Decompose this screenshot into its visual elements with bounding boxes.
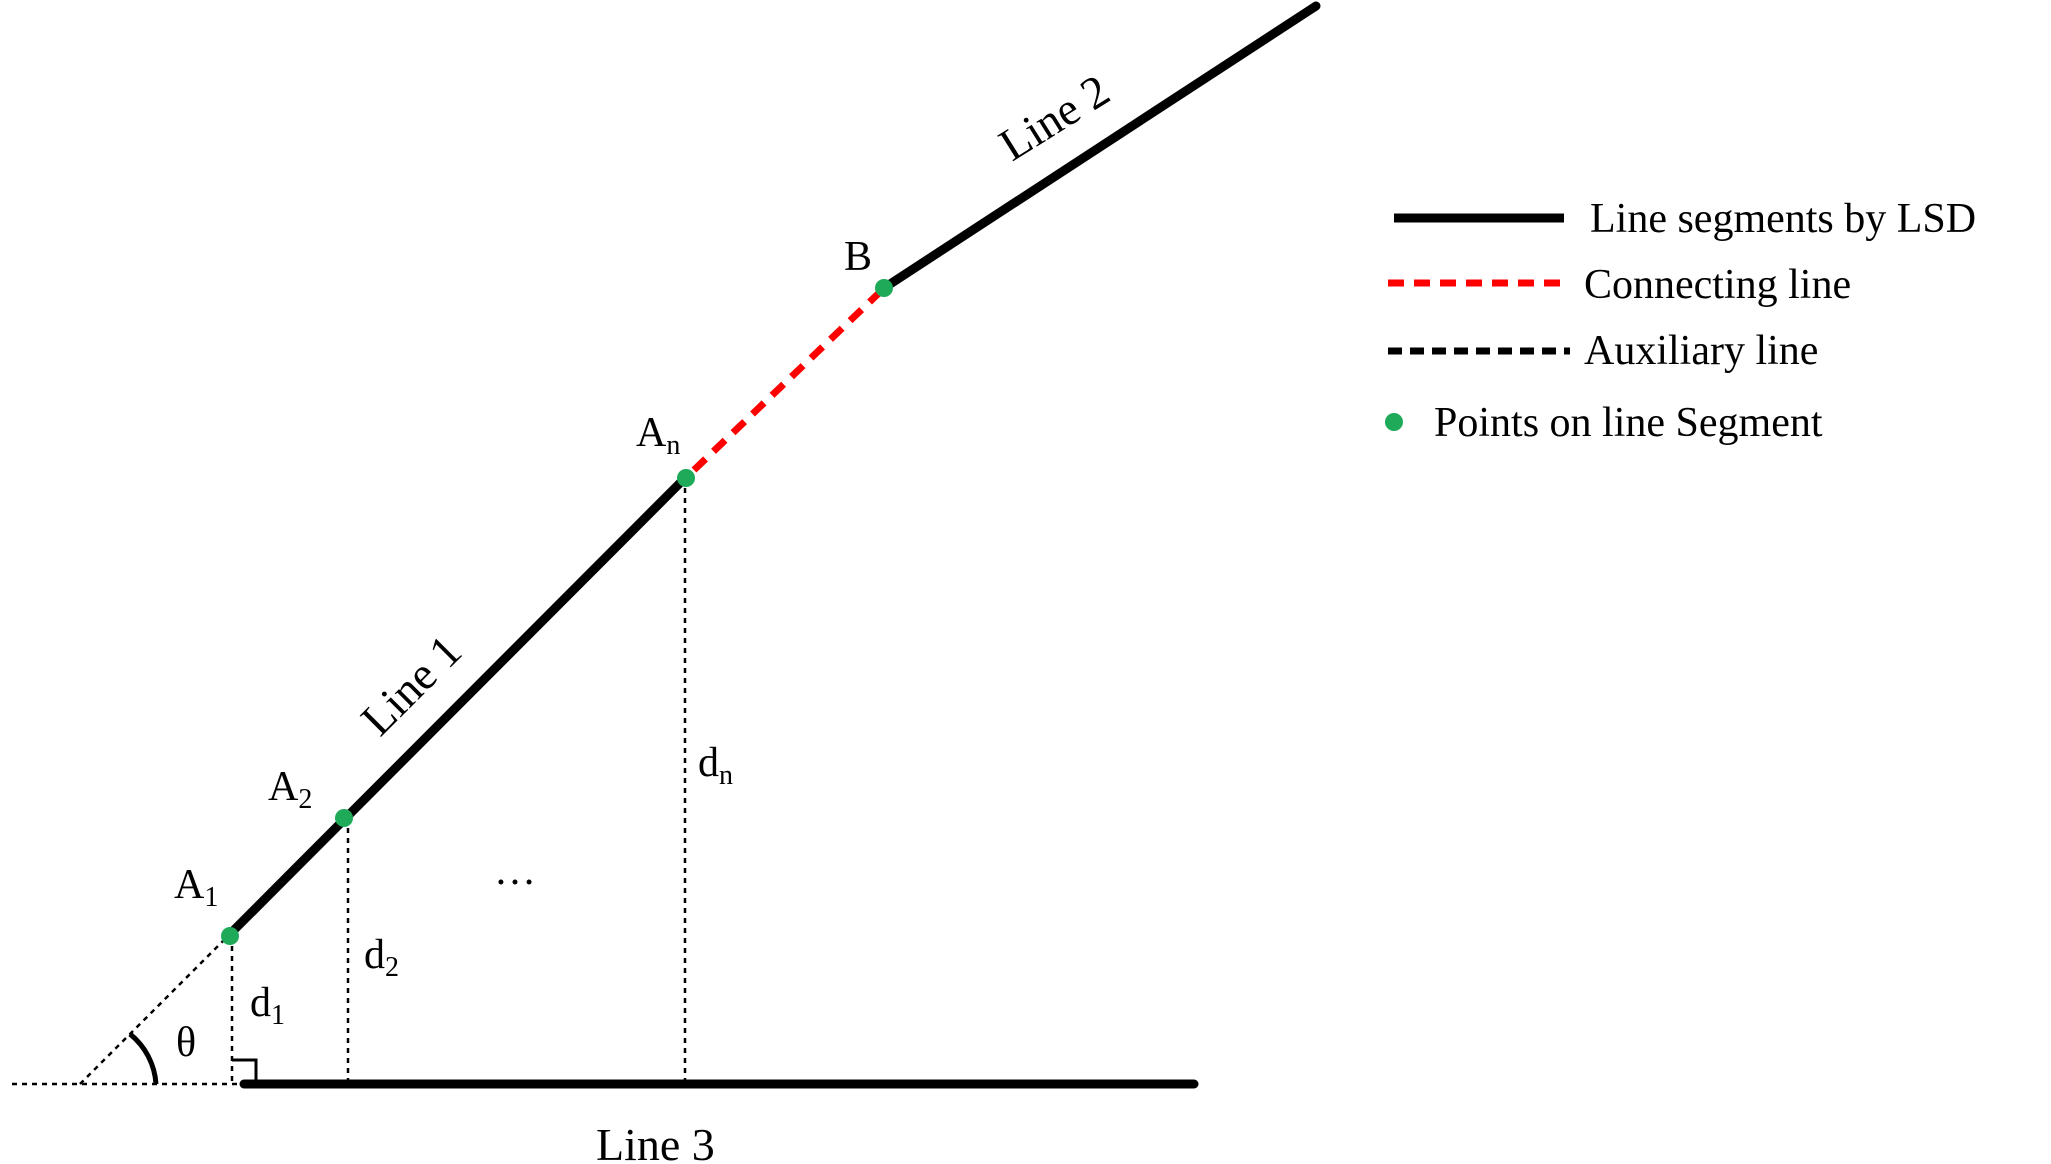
legend-label-points: Points on line Segment: [1434, 400, 1823, 446]
legend-label-connecting: Connecting line: [1584, 262, 1851, 308]
legend-label-lsd: Line segments by LSD: [1590, 196, 1976, 242]
label-ellipsis: …: [494, 848, 536, 894]
legend-swatch-point: [1385, 413, 1403, 431]
label-a2: A2: [268, 764, 312, 815]
auxiliary-lines: [12, 478, 687, 1086]
point-a1: [221, 927, 239, 945]
angle-theta-arc: [128, 1032, 159, 1085]
legend-label-auxiliary: Auxiliary line: [1584, 328, 1818, 374]
label-line-1: Line 1: [351, 625, 471, 745]
label-b: B: [844, 234, 872, 280]
label-d2: d2: [364, 932, 399, 983]
legend: Line segments by LSD Connecting line Aux…: [1385, 196, 1976, 446]
label-an: An: [636, 410, 680, 461]
line1-extension: [79, 935, 229, 1085]
point-a2: [335, 809, 353, 827]
point-b: [875, 279, 893, 297]
label-line-3: Line 3: [596, 1119, 715, 1164]
right-angle-marker: [232, 1058, 258, 1084]
points: [221, 279, 893, 945]
point-an: [677, 469, 695, 487]
label-dn: dn: [698, 740, 733, 791]
line-1-segment: [223, 473, 690, 941]
lsd-segments: [223, 1, 1321, 1089]
line-2-segment: [879, 1, 1321, 293]
label-a1: A1: [174, 862, 218, 913]
connecting-line: [691, 289, 883, 473]
label-line-2: Line 2: [990, 64, 1118, 170]
label-d1: d1: [250, 980, 285, 1031]
label-theta: θ: [176, 1020, 196, 1066]
